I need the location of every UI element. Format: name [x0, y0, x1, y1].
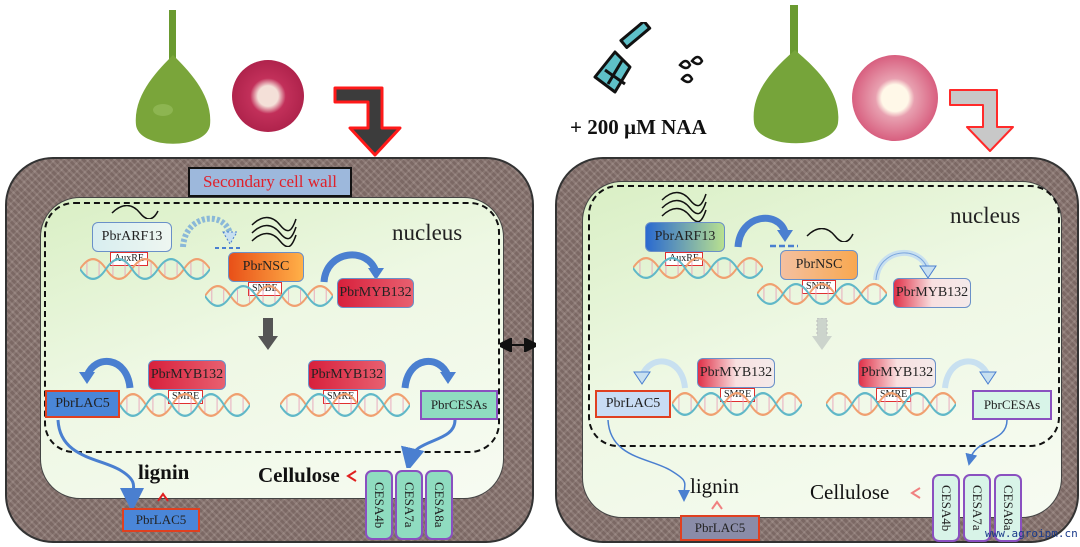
arrow-lac5-lignin-right: [711, 500, 723, 510]
mrna-single-right: [806, 228, 854, 242]
arrow-myb-lac5-left: [79, 358, 134, 389]
fruit-cross-section-control: [232, 60, 304, 132]
lignin-label-left: lignin: [138, 460, 190, 484]
arrow-lac5-lignin-left: [157, 492, 169, 502]
cesa8a-label-right: CESA8a: [1001, 485, 1016, 531]
snbe-site-left: SNBE: [248, 282, 282, 296]
lignin-label-right: lignin: [690, 474, 740, 498]
arrow-nsc-myb-left: [320, 251, 384, 283]
mrna-single-left: [111, 205, 159, 219]
cesa7a-right: CESA7a: [963, 474, 991, 542]
secondary-cell-wall-label: Secondary cell wall: [188, 167, 352, 197]
down-arrow-dark-left: [258, 318, 278, 350]
cesa7a-left: CESA7a: [395, 470, 423, 540]
lac5-box-right: PbrLAC5: [595, 390, 671, 418]
arrow-lac5-to-wall-right: [607, 419, 691, 502]
cesa8a-right: CESA8a: [994, 474, 1022, 542]
arrow-lac5-to-wall-left: [56, 419, 145, 508]
myb132-box-lac5-right: PbrMYB132: [697, 358, 775, 388]
arrow-myb-cesas-left: [401, 358, 456, 389]
myb132-top-right: PbrMYB132: [893, 278, 971, 308]
arrow-cesa-cellulose-right: [910, 487, 921, 499]
arf13-box-right: PbrARF13: [645, 222, 725, 252]
watermark-text: www.agroipm.cn: [985, 527, 1078, 540]
myb132-box-lac5-left: PbrMYB132: [148, 360, 226, 390]
arrow-cesas-to-complex-right: [965, 419, 1008, 466]
arrow-nsc-myb-right: [873, 249, 937, 281]
nucleus-boundary-right: [588, 185, 1060, 447]
dna-helix-nsc-right: [757, 283, 887, 305]
arrow-myb-lac5-right: [633, 358, 688, 389]
dna-helix-lac5-left: [120, 393, 250, 417]
cellulose-label-right: Cellulose: [810, 480, 890, 504]
dna-helix-arf13-right: [633, 257, 763, 279]
cesa4b-label-left: CESA4b: [372, 481, 387, 529]
arrow-cesa-cellulose-left: [346, 470, 357, 482]
treatment-label: + 200 µM NAA: [570, 115, 707, 139]
down-arrow-faded-right: [812, 318, 832, 350]
fruit-cross-section-naa: [852, 55, 938, 141]
cesa4b-right: CESA4b: [932, 474, 960, 542]
cesa8a-label-left: CESA8a: [432, 482, 447, 528]
dashed-arrow-arf13-nsc-left: [180, 215, 243, 249]
cellulose-label-left: Cellulose: [258, 463, 340, 487]
dna-helix-cesa-right: [826, 392, 956, 416]
secondary-cell-wall-text: Secondary cell wall: [202, 172, 338, 191]
myb132-top-left: PbrMYB132: [337, 278, 414, 308]
dna-helix-nsc-left: [205, 285, 333, 307]
lac5-box-left: PbrLAC5: [45, 390, 120, 418]
arrow-myb-cesas-right: [942, 358, 997, 389]
arf13-box-left: PbrARF13: [92, 222, 172, 252]
myb132-box-cesa-left: PbrMYB132: [308, 360, 386, 390]
spray-bottle-icon: [593, 22, 652, 94]
cesa4b-left: CESA4b: [365, 470, 393, 540]
mrna-triple-right: [661, 191, 707, 222]
cesa8a-left: CESA8a: [425, 470, 453, 540]
droplets-icon: [678, 55, 704, 84]
nsc-box-left: PbrNSC: [228, 252, 304, 282]
arrow-cesas-to-complex-left: [400, 419, 457, 468]
myb132-box-cesa-right: PbrMYB132: [858, 358, 936, 388]
double-arrow-left-wall: [500, 338, 536, 352]
lac5-wall-box-left: PbrLAC5: [122, 508, 200, 532]
pear-fruit-control: [133, 10, 213, 150]
pear-fruit-naa: [750, 5, 842, 150]
dna-helix-arf13-left: [80, 258, 210, 280]
cesas-box-left: PbrCESAs: [420, 390, 498, 420]
cesa4b-label-right: CESA4b: [939, 484, 954, 532]
nsc-box-right: PbrNSC: [780, 250, 858, 280]
dna-helix-lac5-right: [672, 392, 802, 416]
nucleus-boundary-left: [44, 202, 500, 453]
bent-arrow-gray: [949, 89, 1014, 152]
cesa7a-label-left: CESA7a: [402, 482, 417, 528]
dna-helix-cesa-left: [280, 393, 410, 417]
lac5-wall-box-right: PbrLAC5: [680, 515, 760, 541]
cesas-box-right: PbrCESAs: [972, 390, 1052, 420]
nucleus-label-left: nucleus: [392, 220, 463, 245]
mrna-triple-left: [251, 216, 297, 247]
nucleus-label-right: nucleus: [950, 203, 1021, 228]
arrow-arf13-nsc-right: [734, 214, 798, 248]
bent-arrow-dark: [333, 86, 402, 157]
cesa7a-label-right: CESA7a: [970, 485, 985, 531]
